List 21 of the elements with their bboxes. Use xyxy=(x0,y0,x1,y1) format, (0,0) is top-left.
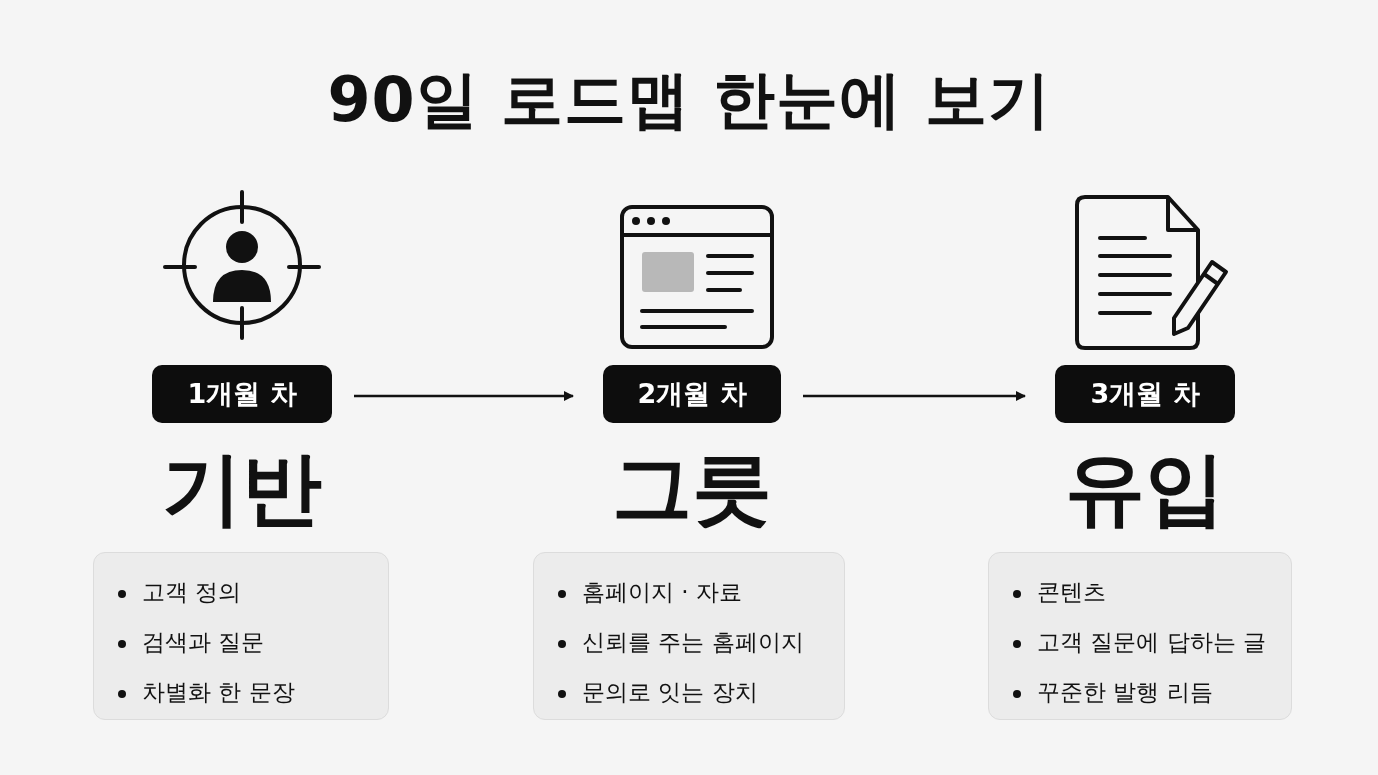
stage-heading: 기반 xyxy=(161,441,323,537)
bullet-list-card xyxy=(93,552,389,720)
bullet-item: 신뢰를 주는 홈페이지 xyxy=(558,617,844,667)
bullet-item: 고객 질문에 답하는 글 xyxy=(1013,617,1291,667)
month-badge: 1개월 차 xyxy=(152,365,332,423)
stage-heading: 유입 xyxy=(1064,441,1226,537)
bullet-item: 문의로 잇는 장치 xyxy=(558,667,844,717)
bullet-item: 꾸준한 발행 리듬 xyxy=(1013,667,1291,717)
arrow xyxy=(803,391,1026,401)
title: 90일 로드맵 한눈에 보기 xyxy=(326,62,1052,138)
month-badge: 2개월 차 xyxy=(603,365,781,423)
bullet-item: 검색과 질문 xyxy=(118,617,388,667)
bullet-list-card xyxy=(533,552,845,720)
bullet-item: 홈페이지 · 자료 xyxy=(558,567,844,617)
stage-heading: 그릇 xyxy=(611,441,773,537)
bullet-item: 차별화 한 문장 xyxy=(118,667,388,717)
arrow xyxy=(354,391,574,401)
bullet-list-card xyxy=(988,552,1292,720)
month-badge: 3개월 차 xyxy=(1055,365,1235,423)
bullet-item: 고객 정의 xyxy=(118,567,388,617)
bullet-item: 콘텐츠 xyxy=(1013,567,1291,617)
